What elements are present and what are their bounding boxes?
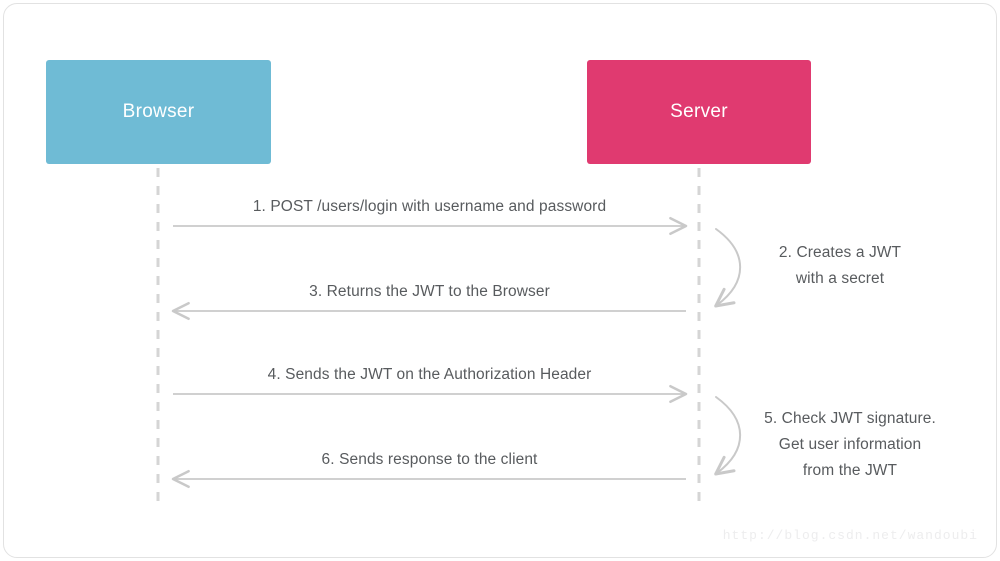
message-label-2: 2. Creates a JWT with a secret bbox=[745, 240, 935, 292]
message-label-5-line-3: from the JWT bbox=[802, 462, 898, 479]
message-label-2-line-2: with a secret bbox=[795, 270, 885, 287]
participant-server-label: Server bbox=[670, 101, 728, 122]
message-label-1: 1. POST /users/login with username and p… bbox=[252, 198, 607, 215]
message-label-5-line-1: 5. Check JWT signature. bbox=[764, 410, 936, 427]
message-label-5: 5. Check JWT signature. Get user informa… bbox=[745, 406, 955, 484]
message-label-2-line-1: 2. Creates a JWT bbox=[778, 244, 902, 261]
participant-server: Server bbox=[587, 60, 811, 164]
watermark-text: http://blog.csdn.net/wandoubi bbox=[722, 528, 978, 543]
participant-browser: Browser bbox=[46, 60, 271, 164]
participant-browser-label: Browser bbox=[122, 101, 195, 122]
message-label-3: 3. Returns the JWT to the Browser bbox=[309, 283, 550, 300]
message-label-4: 4. Sends the JWT on the Authorization He… bbox=[267, 366, 592, 383]
message-arrow-2 bbox=[714, 228, 741, 308]
message-label-6: 6. Sends response to the client bbox=[321, 451, 538, 468]
message-arrow-5 bbox=[714, 396, 741, 476]
message-label-5-line-2: Get user information bbox=[778, 436, 922, 453]
